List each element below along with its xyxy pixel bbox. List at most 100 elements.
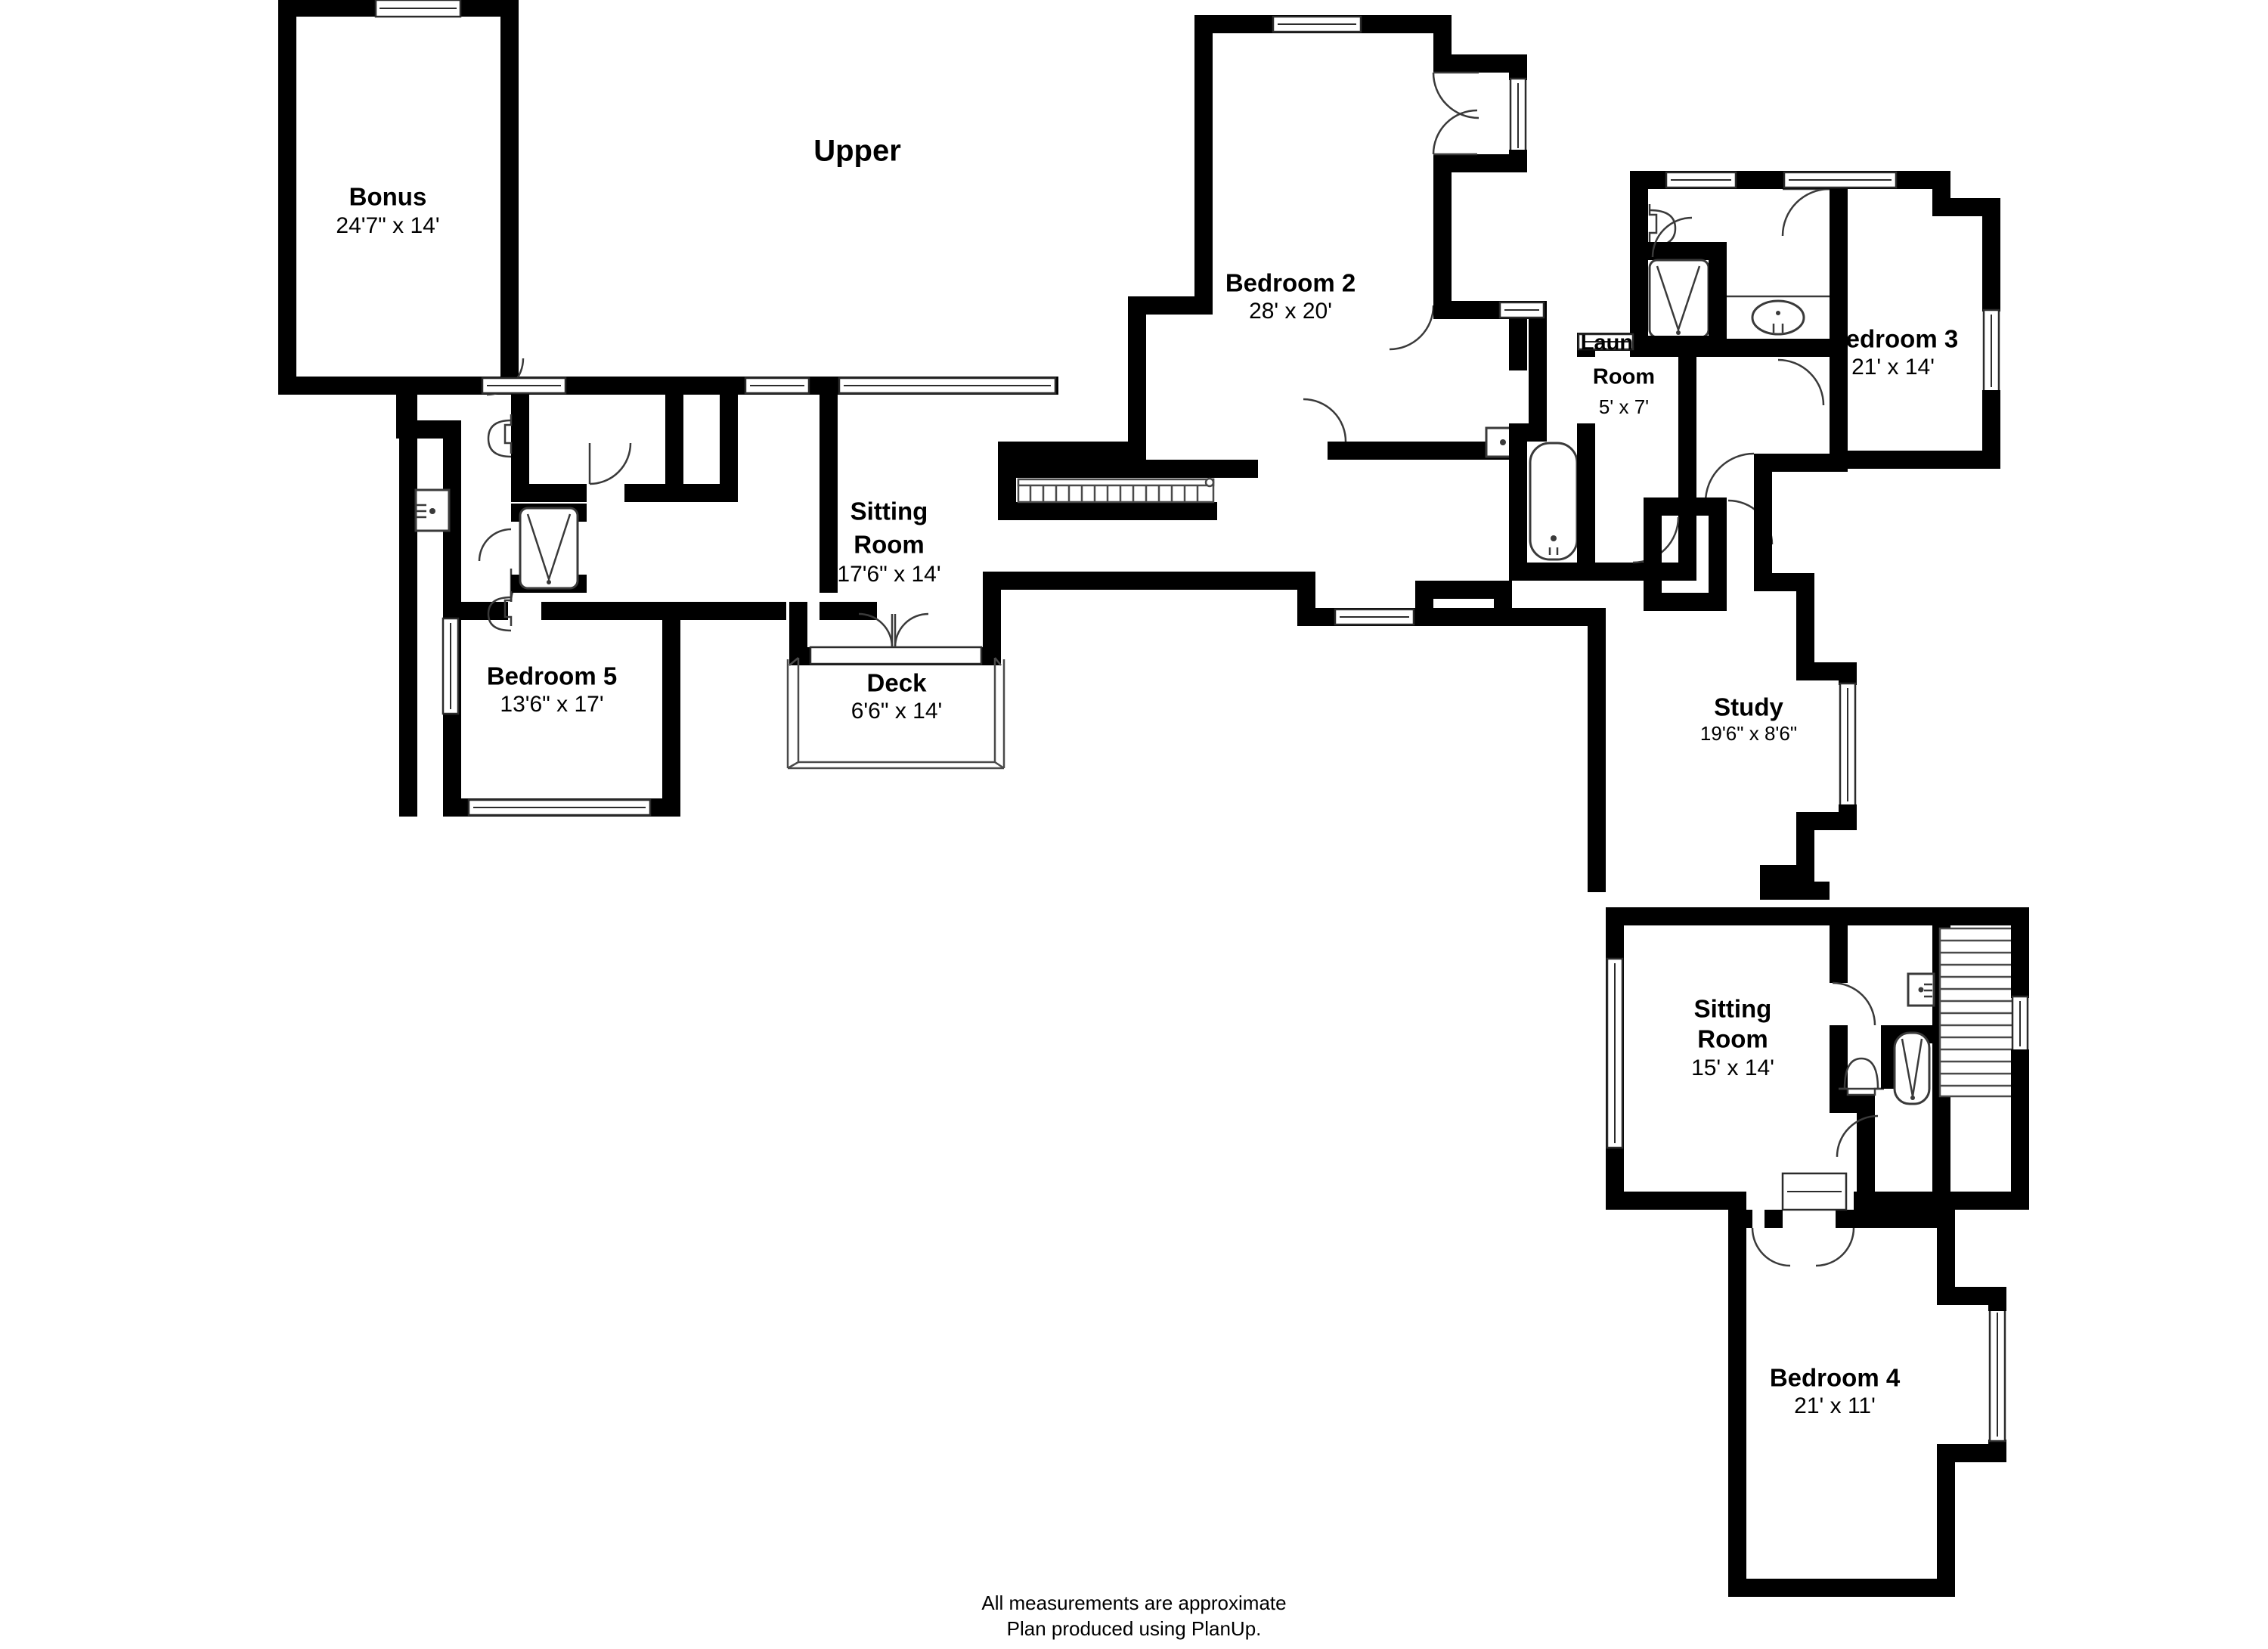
door-swing-b2-1	[1432, 72, 1479, 119]
room-label-sitting-upper-name1: Sitting	[850, 497, 928, 525]
wall-ls-bottom-2	[1854, 1192, 1950, 1210]
door-swing-b2-2	[1432, 109, 1478, 155]
room-label-sitting-lower-name2: Room	[1697, 1025, 1768, 1053]
wall-bedroom5-right	[662, 602, 680, 817]
room-label-bedroom4-name: Bedroom 4	[1770, 1364, 1901, 1392]
wall-ls-inner-vert	[1830, 925, 1848, 983]
door-swing-bath-top	[1781, 188, 1830, 237]
fixture-sink-lower	[1907, 972, 1935, 1007]
footer-line-2: Plan produced using PlanUp.	[1007, 1617, 1262, 1640]
window-ls-left	[1606, 957, 1624, 1149]
fixture-toilet-left	[487, 591, 513, 632]
wall-study-right-1	[1754, 508, 1772, 591]
wall-sitting-bottom-span	[983, 572, 1315, 590]
wall-corr-vert-long	[1588, 608, 1606, 892]
wall-shower-bath-left	[1630, 260, 1648, 336]
window-bonus-top	[374, 0, 462, 18]
wall-sitting-bottom-left-2	[820, 602, 877, 620]
wall-study-closet-right	[1709, 497, 1727, 611]
window-study-right	[1839, 682, 1857, 807]
wall-bath-bottom	[1630, 339, 1848, 357]
room-label-study-name: Study	[1714, 693, 1783, 721]
wall-bath-left-bot	[1509, 423, 1547, 442]
room-label-bedroom5-name: Bedroom 5	[487, 662, 617, 690]
wall-deck-right-vert	[983, 590, 1001, 665]
wall-bedroom2-lower-bottom-vert	[998, 442, 1016, 469]
room-label-deck-name: Deck	[867, 669, 928, 697]
wall-b4-top-right	[1854, 1210, 1955, 1228]
door-swing-b3	[1704, 452, 1755, 503]
wall-b4-right-upper	[1937, 1210, 1955, 1305]
room-bedroom3	[1704, 171, 2000, 529]
wall-tub-right	[1577, 423, 1595, 563]
wall-bedroom2-lower-left-vert	[1128, 296, 1146, 460]
wall-study-closet-bot	[1644, 593, 1727, 611]
room-label-sitting-upper-dim: 17'6" x 14'	[837, 562, 940, 587]
room-label-bedroom2-dim: 28' x 20'	[1249, 299, 1332, 324]
fixture-bathtub	[1529, 442, 1579, 561]
window-bedroom5-left	[442, 617, 460, 715]
window-corridor-1	[481, 377, 567, 395]
wall-bedroom2-lower-bottom	[998, 442, 1146, 460]
fixture-sink-left-top	[487, 414, 513, 458]
fixture-wc-lower	[1839, 1057, 1884, 1096]
wall-study-right-11	[1760, 882, 1830, 900]
room-bedroom2	[998, 15, 1527, 469]
wall-bedroom2-right-5	[1433, 154, 1527, 172]
wall-closet-right-vert	[720, 395, 738, 502]
wall-ls-stair-right-2	[2011, 1049, 2029, 1210]
wall-shower-bath-top	[1648, 242, 1724, 260]
wall-ls-inner-bot	[1830, 1095, 1875, 1113]
wall-left-jog-vertical	[399, 377, 417, 439]
room-study	[1754, 508, 1857, 900]
wall-bedroom2-bottom-left	[1128, 296, 1213, 315]
wall-corr-top	[1415, 581, 1512, 599]
window-bedroom5-bottom	[467, 798, 652, 817]
room-label-deck-dim: 6'6" x 14'	[851, 699, 943, 724]
room-sitting-upper	[680, 496, 1415, 770]
wall-bedroom2-right-6	[1433, 154, 1452, 301]
corridor-center-lower	[1334, 497, 1774, 892]
room-label-laundry-name2: Room	[1593, 365, 1655, 389]
wall-bath-right-vert	[1830, 189, 1848, 357]
wall-ls-top-right-span	[1932, 907, 2029, 925]
wall-b4-left	[1728, 1210, 1746, 1597]
window-corridor-2	[744, 377, 810, 395]
room-label-bedroom4-dim: 21' x 11'	[1794, 1393, 1876, 1418]
wall-stairs-bottom	[998, 502, 1217, 520]
wall-b4-right-lower	[1937, 1444, 1955, 1597]
wall-b4-hall-left-vert	[1765, 1210, 1783, 1219]
wall-ls-right-top	[1830, 907, 1950, 925]
wall-tub-left	[1509, 442, 1527, 581]
wall-b3-bottom	[1830, 451, 2000, 469]
window-ls-right	[2011, 995, 2029, 1052]
door-swing-shower	[478, 528, 512, 562]
wall-closet-bottom	[511, 484, 587, 502]
room-label-bonus-dim: 24'7" x 14'	[336, 213, 439, 238]
wall-closet-left-vert	[511, 395, 529, 484]
windows-corridor-top	[481, 377, 1057, 395]
window-bath-mid-top	[1665, 171, 1737, 189]
wall-bedroom2-right-2	[1433, 54, 1527, 73]
fixture-wall-unit-left	[414, 488, 451, 532]
wall-b4-bottom	[1728, 1579, 1955, 1597]
wall-b4-top-left	[1728, 1210, 1752, 1228]
wall-ls-inner-vert-3	[1857, 1113, 1875, 1202]
wall-shower-bath-right	[1709, 242, 1727, 354]
room-label-bonus-name: Bonus	[349, 183, 427, 211]
wall-hall-center-bot-vert	[1328, 442, 1346, 460]
room-sitting-lower	[1606, 907, 2029, 1210]
fixture-bathtub-lower	[1881, 1025, 1937, 1105]
wall-b3-bottom-left-vert	[1830, 357, 1848, 469]
door-swing-ls-hall	[1836, 1114, 1879, 1158]
window-bedroom2-right	[1509, 77, 1527, 154]
door-swing-ls-ensuite	[1832, 981, 1876, 1026]
wall-corr-span	[1415, 608, 1606, 626]
door-swing-bath-lower	[1777, 358, 1825, 406]
room-label-bedroom5-dim: 13'6" x 17'	[500, 692, 603, 717]
door-french-deck	[809, 612, 983, 665]
plan-labels: Upper Bonus 24'7" x 14' Bedroom 2 28' x …	[336, 135, 1958, 1640]
wall-closet-mid-vert	[665, 395, 683, 502]
wall-bath-left-vert	[1529, 301, 1547, 439]
